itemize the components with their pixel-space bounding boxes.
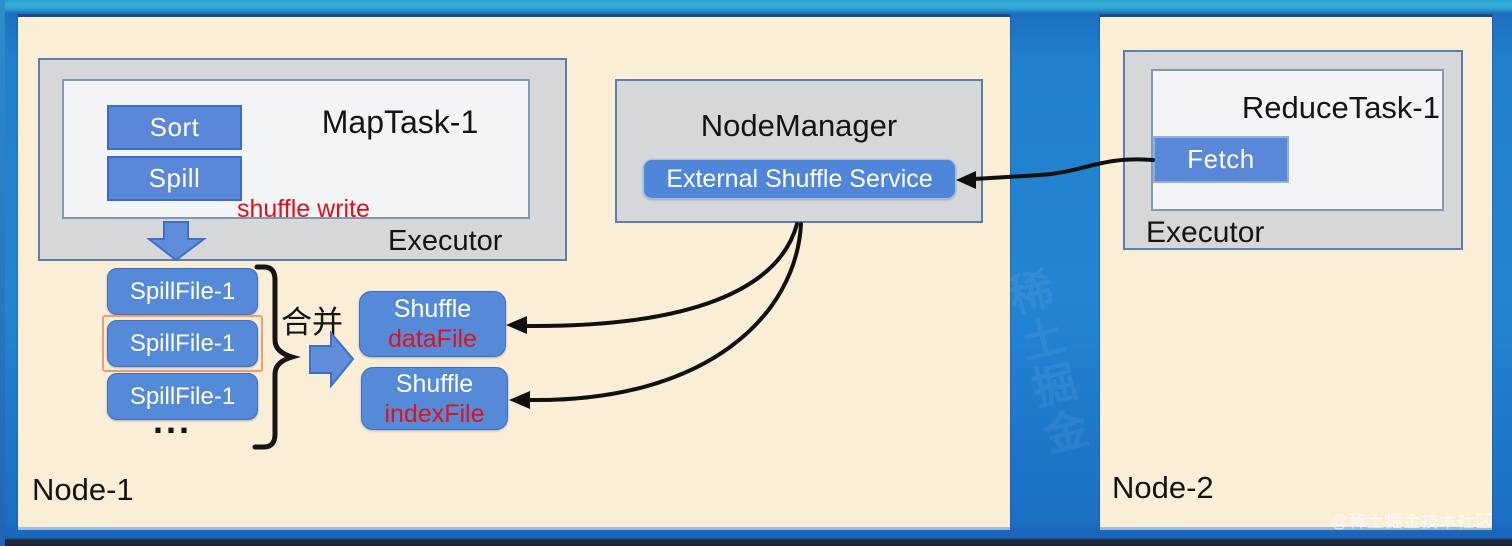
- spill-box: Spill: [107, 156, 242, 201]
- node2-executor-label: Executor: [1146, 216, 1265, 249]
- shuffle-index-file-box: Shuffle indexFile: [361, 367, 508, 430]
- node-manager-panel: [615, 79, 983, 223]
- external-shuffle-service-box: External Shuffle Service: [643, 159, 956, 199]
- map-task-title: MapTask-1: [321, 104, 479, 140]
- node1-label: Node-1: [32, 472, 134, 507]
- fetch-box: Fetch: [1153, 136, 1289, 183]
- spill-file-2-selection-outline: [102, 315, 263, 372]
- shuffle-data-file-line1: Shuffle: [393, 295, 472, 323]
- merge-label: 合并: [281, 305, 343, 340]
- node-manager-title: NodeManager: [700, 108, 898, 143]
- shuffle-data-file-box: Shuffle dataFile: [359, 291, 506, 357]
- reduce-task-title: ReduceTask-1: [1241, 90, 1440, 125]
- node1-executor-label: Executor: [388, 225, 503, 257]
- shuffle-index-file-line1: Shuffle: [395, 369, 474, 398]
- spill-file-1: SpillFile-1: [107, 268, 258, 315]
- shuffle-data-file-line2: dataFile: [388, 325, 477, 353]
- node2-label: Node-2: [1112, 470, 1214, 505]
- corner-watermark: @稀土掘金技术社区: [1331, 512, 1494, 531]
- shuffle-index-file-line2: indexFile: [384, 399, 485, 428]
- sort-box: Sort: [107, 105, 242, 150]
- spill-files-ellipsis: ...: [153, 400, 193, 441]
- shuffle-write-label: shuffle write: [237, 195, 370, 223]
- spill-file-2: SpillFile-1: [107, 320, 258, 367]
